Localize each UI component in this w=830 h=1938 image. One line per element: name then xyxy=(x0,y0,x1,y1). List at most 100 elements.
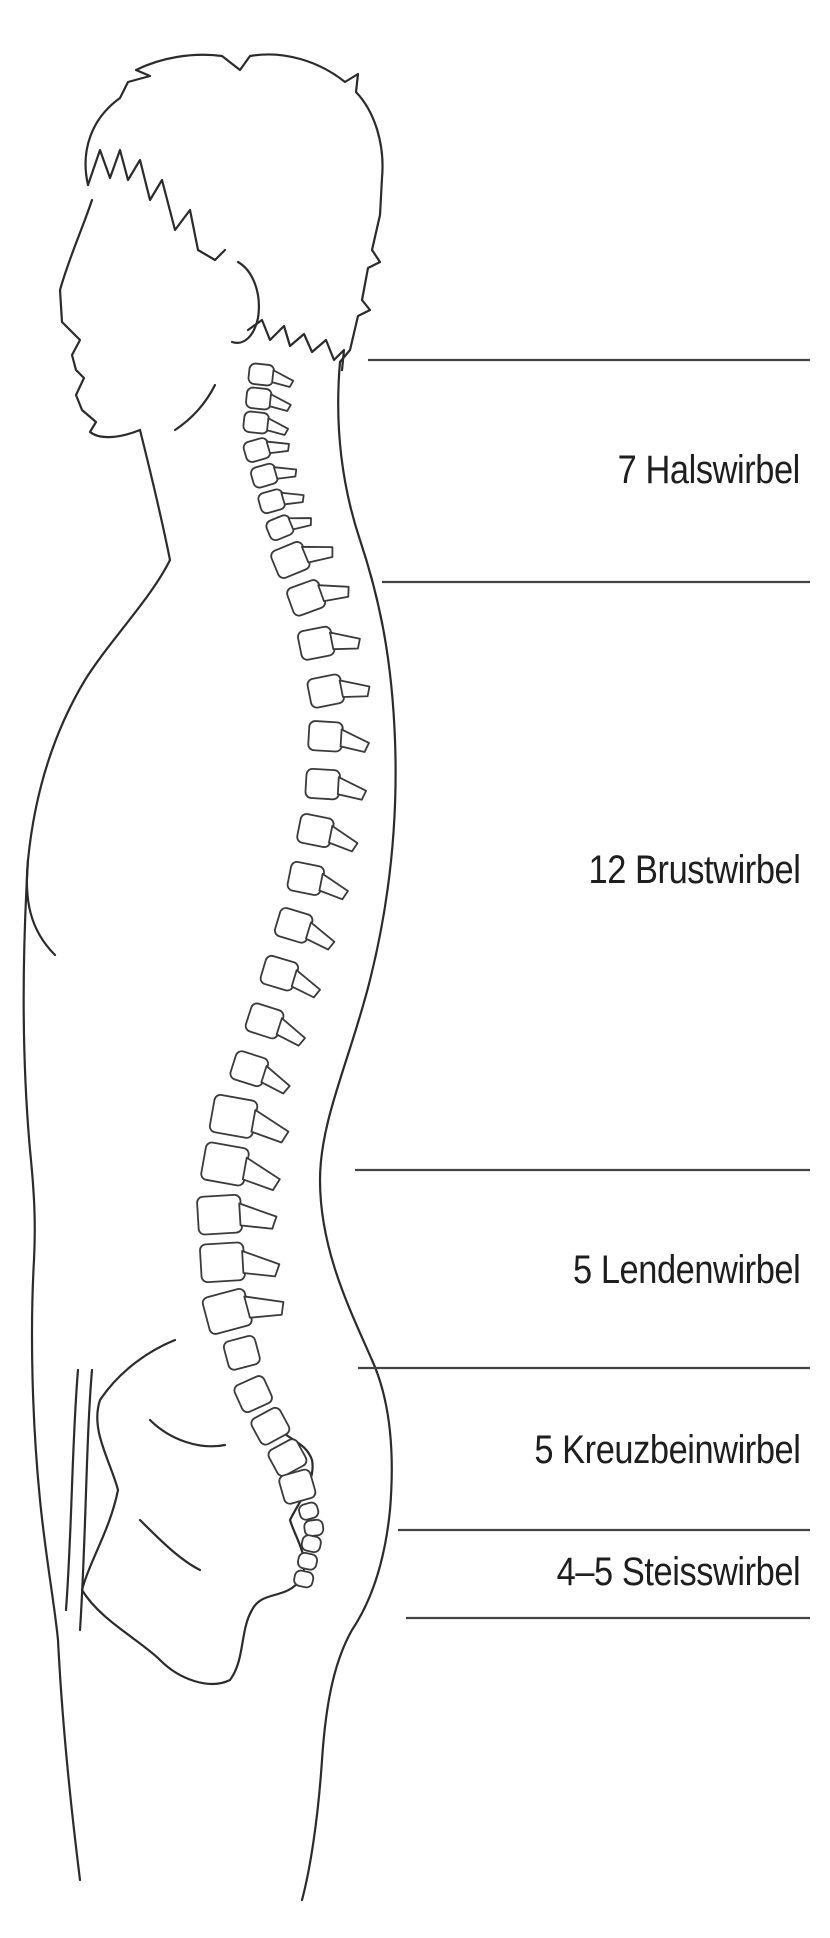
vertebra-thoracic xyxy=(296,813,359,853)
vertebra-thoracic xyxy=(244,1002,306,1047)
vertebra-body xyxy=(297,625,336,661)
vertebra-thoracic xyxy=(286,579,350,617)
spinous-process xyxy=(241,1156,281,1191)
vertebra-cervical xyxy=(242,410,290,436)
ear xyxy=(230,260,260,344)
vertebra-coccygeal xyxy=(296,1551,318,1571)
hairline xyxy=(86,148,227,262)
vertebra-cervical xyxy=(245,386,292,412)
label-coccygeal: 4–5 Steisswirbel xyxy=(556,1550,800,1594)
vertebra-sacral xyxy=(267,1438,308,1477)
spinous-process xyxy=(287,517,312,531)
spinous-process xyxy=(271,369,295,388)
vertebra-body xyxy=(242,437,272,463)
spinous-process xyxy=(275,1017,306,1047)
label-thoracic: 12 Brustwirbel xyxy=(588,848,800,892)
vertebra-body xyxy=(222,1335,261,1371)
vertebra-body xyxy=(250,462,279,489)
vertebra-coccygeal xyxy=(303,1518,325,1537)
vertebra-lumbar xyxy=(208,1094,290,1144)
vertebra-body xyxy=(199,1241,246,1284)
vertebra-thoracic xyxy=(307,720,370,753)
pelvis-inner xyxy=(138,1418,227,1572)
spinous-process xyxy=(329,631,361,651)
back-outline xyxy=(300,360,397,1902)
vertebra-thoracic xyxy=(259,954,321,999)
label-lumbar: 5 Lendenwirbel xyxy=(572,1248,801,1292)
spinous-process xyxy=(238,1202,278,1230)
face-profile xyxy=(58,198,142,439)
vertebra-sacral xyxy=(250,1406,291,1446)
spinous-process xyxy=(301,545,334,564)
vertebra-body xyxy=(293,1569,315,1589)
vertebra-body xyxy=(298,1501,320,1521)
spinous-process xyxy=(268,393,292,412)
spinous-process xyxy=(243,1295,285,1319)
vertebra-body xyxy=(242,410,270,435)
vertebra-body xyxy=(196,1193,243,1236)
spinous-process xyxy=(241,1250,281,1278)
vertebra-sacral xyxy=(278,1468,317,1505)
vertebra-thoracic xyxy=(286,860,349,901)
vertebra-cervical xyxy=(257,488,305,515)
vertebra-cervical xyxy=(247,362,295,388)
vertebra-body xyxy=(307,720,344,753)
jaw-line xyxy=(173,383,217,432)
vertebra-body xyxy=(267,1438,308,1477)
vertebra-lumbar xyxy=(199,1241,281,1284)
vertebra-cervical xyxy=(265,514,312,542)
vertebra-thoracic xyxy=(270,541,334,579)
front-neck-chest xyxy=(25,428,172,957)
vertebra-body xyxy=(245,386,273,411)
spinous-process xyxy=(260,1065,291,1095)
nape-hair xyxy=(246,318,346,372)
label-cervical: 7 Halswirbel xyxy=(617,448,801,492)
label-sacral: 5 Kreuzbeinwirbel xyxy=(533,1428,801,1472)
vertebra-thoracic xyxy=(229,1050,291,1095)
spinous-process xyxy=(328,825,359,853)
spine xyxy=(196,362,371,1589)
vertebra-coccygeal xyxy=(293,1569,315,1589)
front-torso xyxy=(22,858,82,1882)
vertebra-body xyxy=(300,1534,322,1553)
vertebra-lumbar xyxy=(200,1141,281,1191)
pelvis-bone xyxy=(80,1338,314,1685)
vertebra-coccygeal xyxy=(300,1534,322,1553)
vertebra-body xyxy=(257,488,286,515)
vertebra-sacral xyxy=(233,1375,273,1414)
spinous-process xyxy=(338,679,371,698)
vertebra-body xyxy=(296,1551,318,1571)
vertebra-thoracic xyxy=(304,767,368,801)
spinous-process xyxy=(250,1109,290,1144)
spinous-process xyxy=(317,584,350,603)
spinous-process xyxy=(273,466,298,480)
arm-hint xyxy=(64,1368,94,1632)
spinous-process xyxy=(318,872,349,901)
vertebra-body xyxy=(247,362,276,387)
vertebra-lumbar xyxy=(201,1288,285,1335)
spinous-process xyxy=(280,491,305,506)
spinous-process xyxy=(266,417,290,436)
vertebra-cervical xyxy=(242,437,290,463)
vertebra-lumbar xyxy=(196,1193,278,1236)
vertebra-thoracic xyxy=(306,673,371,709)
vertebra-body xyxy=(303,1518,325,1537)
vertebra-body xyxy=(278,1468,317,1505)
spinous-process xyxy=(290,969,321,999)
spinous-process xyxy=(265,440,290,455)
vertebra-thoracic xyxy=(274,907,336,951)
body-outline xyxy=(22,53,397,1902)
vertebra-sacral xyxy=(222,1335,261,1371)
spinous-process xyxy=(305,921,336,951)
vertebra-coccygeal xyxy=(298,1501,320,1521)
vertebra-cervical xyxy=(250,462,298,489)
head-hair-outline xyxy=(84,53,384,364)
vertebra-body xyxy=(201,1288,253,1335)
vertebra-body xyxy=(233,1375,273,1414)
vertebra-body xyxy=(250,1406,291,1446)
spinous-process xyxy=(339,728,370,753)
vertebra-body xyxy=(286,579,327,617)
spinous-process xyxy=(336,776,368,801)
dividers xyxy=(355,358,810,1620)
